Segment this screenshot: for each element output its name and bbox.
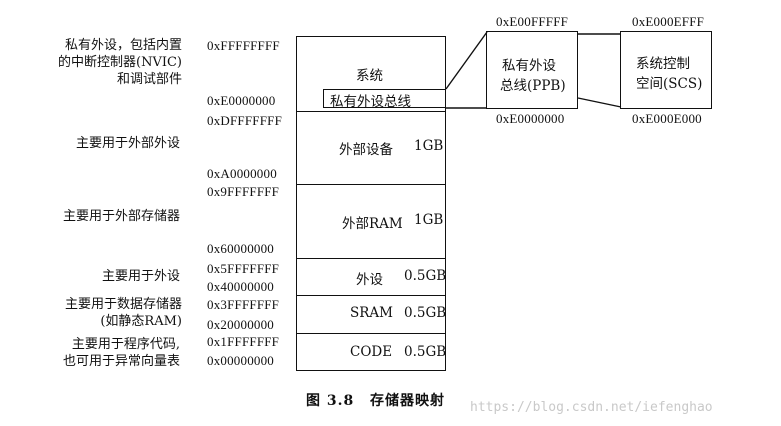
scs-box <box>620 31 712 109</box>
addr-5fffffff: 0x5FFFFFFF <box>207 261 280 276</box>
desc-sram: 主要用于数据存储器(如静态RAM) <box>64 297 182 329</box>
region-external-ram-size: 1GB <box>414 212 444 228</box>
ppb-bar <box>323 89 446 108</box>
addr-e0000000: 0xE0000000 <box>207 93 276 108</box>
region-peripheral <box>296 258 446 295</box>
addr-60000000: 0x60000000 <box>207 241 274 256</box>
addr-a0000000: 0xA0000000 <box>207 166 277 181</box>
ppb-bottom-address: 0xE0000000 <box>496 111 565 126</box>
desc-system: 私有外设，包括内置的中断控制器(NVIC)和调试部件 <box>58 38 182 87</box>
ppb-top-address: 0xE00FFFFF <box>496 14 569 29</box>
addr-40000000: 0x40000000 <box>207 279 274 294</box>
ppb-bar-label: 私有外设总线 <box>330 94 411 110</box>
figure-title: 存储器映射 <box>370 393 445 409</box>
scs-top-address: 0xE000EFFF <box>632 14 705 29</box>
region-sram <box>296 295 446 333</box>
region-external-ram-label: 外部RAM <box>342 216 403 232</box>
addr-20000000: 0x20000000 <box>207 317 274 332</box>
addr-ffffffff: 0xFFFFFFFF <box>207 38 280 53</box>
desc-code-line2: 也可用于异常向量表 <box>62 354 180 369</box>
figure-number: 图 3.8 <box>306 393 355 409</box>
region-external-device-size: 1GB <box>414 138 444 154</box>
desc-external-ram: 主要用于外部存储器 <box>62 209 180 224</box>
desc-external-device: 主要用于外部外设 <box>75 136 180 151</box>
scs-bottom-address: 0xE000E000 <box>632 111 702 126</box>
watermark-url: https://blog.csdn.net/iefenghao <box>470 400 713 415</box>
addr-9fffffff: 0x9FFFFFFF <box>207 184 280 199</box>
region-code-size: 0.5GB <box>404 344 447 360</box>
scs-label-line1: 系统控制 <box>636 56 690 72</box>
addr-3fffffff: 0x3FFFFFFF <box>207 297 280 312</box>
addr-00000000: 0x00000000 <box>207 353 274 368</box>
ppb-label-line1: 私有外设 <box>502 58 556 74</box>
region-system-label: 系统 <box>356 68 383 84</box>
region-sram-size: 0.5GB <box>404 305 447 321</box>
region-peripheral-size: 0.5GB <box>404 268 447 284</box>
region-external-device <box>296 111 446 184</box>
region-external-ram <box>296 184 446 258</box>
region-peripheral-label: 外设 <box>356 272 383 288</box>
region-system <box>296 36 446 111</box>
desc-code-line1: 主要用于程序代码, <box>71 337 180 352</box>
desc-peripheral: 主要用于外设 <box>101 269 180 284</box>
region-sram-label: SRAM <box>350 305 393 321</box>
region-external-device-label: 外部设备 <box>339 142 393 158</box>
addr-dfffffff: 0xDFFFFFFF <box>207 113 282 128</box>
addr-1fffffff: 0x1FFFFFFF <box>207 334 280 349</box>
region-code <box>296 333 446 371</box>
ppb-box <box>486 31 578 109</box>
region-code-label: CODE <box>350 344 393 360</box>
ppb-label-line2: 总线(PPB) <box>500 78 566 94</box>
scs-label-line2: 空间(SCS) <box>636 76 703 92</box>
